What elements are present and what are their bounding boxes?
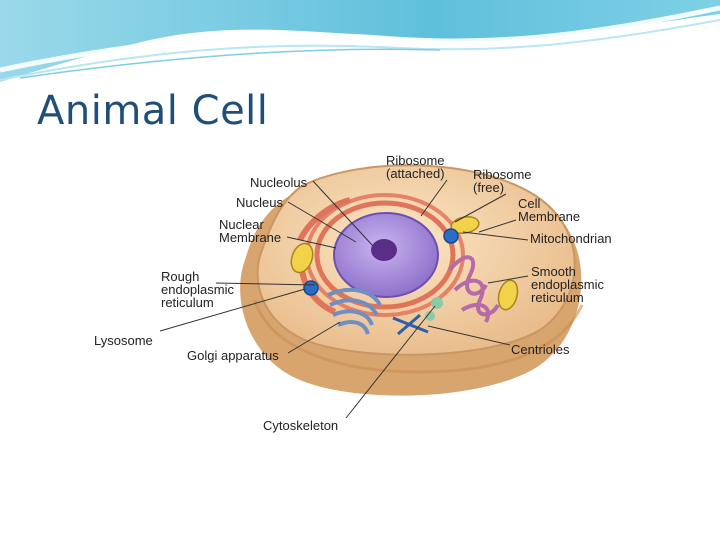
label-nucleolus: Nucleolus	[250, 175, 308, 190]
header-banner	[0, 0, 720, 82]
label-ribosome-attached-line1: Ribosome	[386, 153, 445, 168]
label-cell-membrane-line1: Cell	[518, 196, 541, 211]
label-ribosome-attached: Ribosome (attached)	[386, 154, 445, 180]
label-ribosome-free-line2: (free)	[473, 180, 505, 195]
smooth-er-shape	[448, 255, 500, 323]
label-cell-membrane-line2: Membrane	[518, 209, 581, 224]
label-rough-er: Rough endoplasmic reticulum	[161, 270, 234, 309]
label-nuclear-membrane: Nuclear Membrane	[219, 218, 281, 244]
label-ribosome-free-line1: Ribosome	[473, 167, 532, 182]
leader-lines	[159, 179, 529, 419]
label-lysosome: Lysosome	[94, 333, 153, 348]
label-nuclear-membrane-line2: Membrane	[219, 230, 282, 245]
label-rough-er-line3: reticulum	[161, 295, 214, 310]
label-smooth-er: Smooth endoplasmic reticulum	[531, 265, 604, 304]
label-ribosome-attached-line2: (attached)	[386, 166, 445, 181]
nucleus-shape	[333, 212, 439, 298]
label-cell-membrane: Cell Membrane	[518, 197, 580, 223]
centrioles-shape	[392, 313, 429, 336]
vesicle-shapes	[425, 297, 443, 321]
label-golgi: Golgi apparatus	[187, 348, 279, 363]
golgi-shape	[327, 287, 382, 335]
label-nucleus: Nucleus	[236, 195, 283, 210]
label-nuclear-membrane-line1: Nuclear	[219, 217, 264, 232]
label-mitochondrian: Mitochondrian	[530, 231, 612, 246]
label-smooth-er-line1: Smooth	[531, 264, 576, 279]
label-rough-er-line1: Rough	[161, 269, 200, 284]
label-centrioles: Centrioles	[511, 342, 570, 357]
label-rough-er-line2: endoplasmic	[161, 282, 234, 297]
label-smooth-er-line2: endoplasmic	[531, 277, 604, 292]
label-cytoskeleton: Cytoskeleton	[263, 418, 339, 433]
slide-title: Animal Cell	[37, 88, 269, 134]
label-smooth-er-line3: reticulum	[531, 290, 584, 305]
label-ribosome-free: Ribosome (free)	[473, 168, 532, 194]
